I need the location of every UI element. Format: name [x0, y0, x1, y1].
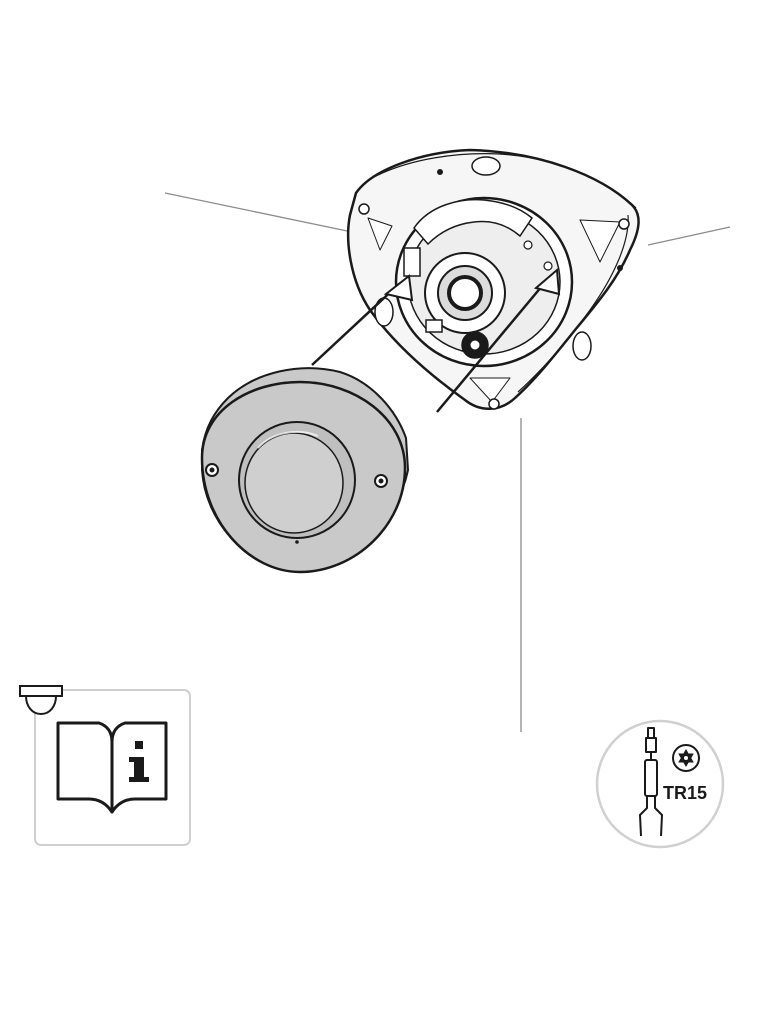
torx-tamper-icon — [672, 744, 700, 772]
connector-block — [425, 319, 443, 333]
cover-screw-left-head — [209, 467, 215, 473]
module-bracket — [413, 198, 533, 246]
housing-rib-right — [579, 219, 621, 263]
housing-screw-right — [618, 218, 630, 230]
housing-screw-left — [358, 203, 370, 215]
leader-line-left — [164, 192, 353, 233]
screwdriver-bit — [647, 727, 655, 739]
module-screw — [523, 240, 533, 250]
housing-dot — [437, 169, 443, 175]
dome-camera-icon — [19, 685, 63, 716]
motion-line-right — [436, 279, 548, 413]
bubble-inner — [244, 432, 344, 534]
cover-indicator-dot — [295, 540, 299, 544]
arrow-right-icon — [533, 267, 561, 296]
cover-screw-right-head — [378, 478, 384, 484]
screwdriver-ferrule — [644, 759, 658, 797]
screwdriver-icon — [639, 727, 663, 837]
module-screw — [543, 261, 553, 271]
connector-block — [403, 247, 421, 277]
leader-lines — [164, 192, 731, 732]
book-left-page-icon — [56, 721, 114, 814]
housing-rib-left — [367, 217, 393, 251]
bubble-highlight — [257, 431, 319, 449]
leader-line-right — [647, 226, 731, 246]
info-manual-book-icon — [56, 721, 168, 814]
tool-bit-size-label: TR15 — [663, 783, 707, 803]
arrow-left-icon — [383, 274, 414, 302]
cable-gland-center — [469, 339, 481, 351]
housing-rib-bottom — [469, 377, 511, 403]
dome-cover — [200, 367, 410, 574]
lens-ring-inner — [447, 275, 483, 311]
motion-line-left — [311, 284, 399, 366]
tool-panel: TR15 — [595, 719, 725, 849]
camera-module — [394, 196, 574, 368]
info-i-icon — [129, 741, 149, 782]
screwdriver-bit-tip — [645, 737, 657, 753]
housing-dot — [617, 265, 623, 271]
housing-screw-bottom — [488, 398, 500, 410]
direction-arrows — [383, 267, 561, 302]
motion-lines — [311, 279, 548, 413]
manual-info-panel — [19, 685, 191, 846]
conduit-hole-right — [572, 331, 592, 361]
housing-right-edge — [517, 214, 629, 393]
screwdriver-handle — [639, 796, 663, 837]
conduit-hole-top — [471, 156, 501, 176]
housing-top-rim — [371, 153, 637, 209]
